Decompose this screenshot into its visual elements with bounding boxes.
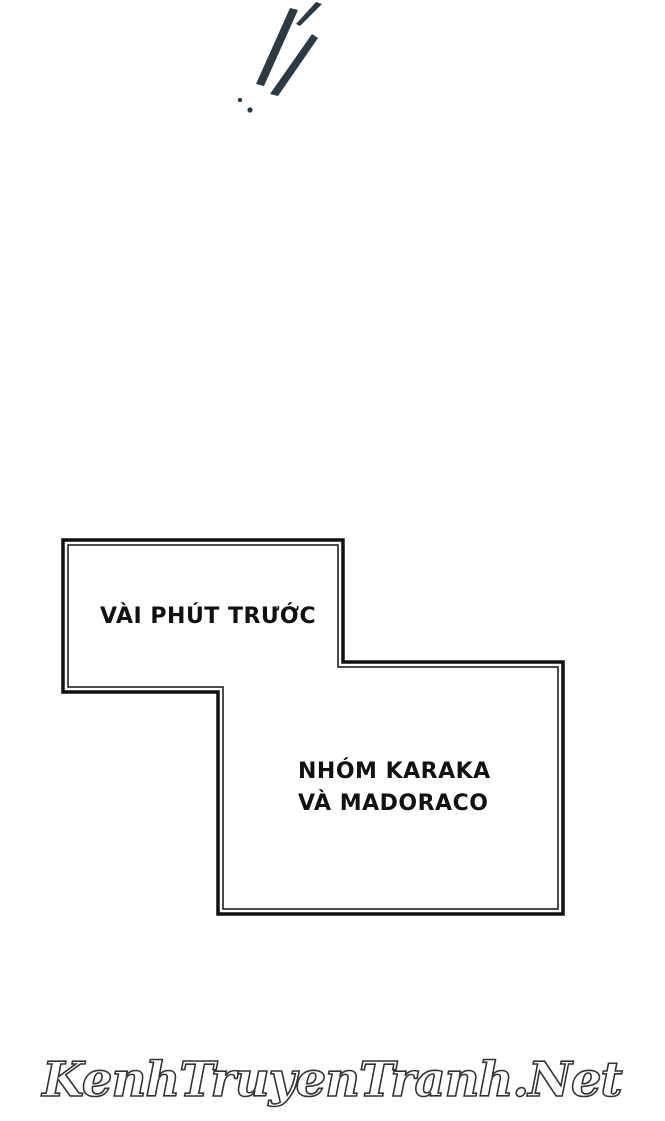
caption-group-line-1: NHÓM KARAKA [298, 759, 491, 784]
caption-group-line-2: VÀ MADORACO [298, 791, 489, 816]
caption-time-text: VÀI PHÚT TRƯỚC [100, 604, 317, 629]
caption-group-text: NHÓM KARAKA VÀ MADORACO [298, 756, 491, 820]
motion-lines-icon [237, 2, 322, 113]
site-watermark: KenhTruyenTranh.Net [39, 1051, 624, 1109]
watermark-text: KenhTruyenTranh.Net [40, 1052, 622, 1108]
